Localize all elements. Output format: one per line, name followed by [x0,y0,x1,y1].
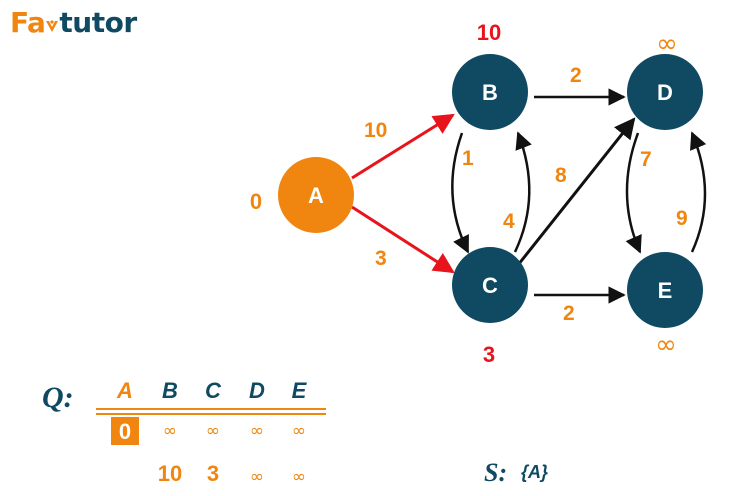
node-e [627,252,703,328]
queue-header-c: C [205,378,222,403]
edge-b-c [451,132,470,254]
queue-header-d: D [249,378,265,403]
edge-weight-c-b: 4 [503,210,515,233]
edge-e-d [690,131,707,253]
node-c [452,247,528,323]
node-b-label: B [482,80,498,105]
dist-a: 0 [250,189,262,214]
edge-weight-a-c: 3 [375,247,387,270]
queue-label: Q: [42,381,74,414]
queue-row1-e: ∞ [292,421,306,441]
queue-row1-c: ∞ [206,421,220,441]
queue-header-b: B [162,378,178,403]
queue-row2-b: 10 [158,461,182,486]
edge-weight-c-e: 2 [563,302,575,325]
queue-row1-a: 0 [119,419,131,444]
node-e-label: E [658,278,673,303]
dist-e: ∞ [655,330,677,360]
edge-weight-e-d: 9 [676,207,688,230]
queue-row2-c: 3 [207,461,219,486]
node-a [278,157,354,233]
node-d-label: D [657,80,673,105]
queue-row1-d: ∞ [250,421,264,441]
visited-label: S: [484,458,507,487]
queue-header-e: E [292,378,308,403]
edge-weight-d-e: 7 [640,148,652,171]
edge-weight-c-d: 8 [555,164,567,187]
logo-v-icon [46,20,59,32]
queue-row1-b: ∞ [163,421,177,441]
node-b [452,54,528,130]
edge-weight-b-d: 2 [570,64,582,87]
queue-row2-e: ∞ [292,467,306,487]
visited-set: {A} [521,462,548,482]
edge-c-b [513,131,532,253]
dist-d: ∞ [656,29,678,59]
queue-header-a: A [116,378,133,403]
edge-d-e [625,132,642,254]
edge-c-d [516,117,636,266]
edge-a-b [351,113,455,180]
queue-zero-box [111,417,139,445]
dist-c: 3 [483,342,495,367]
edge-a-c [351,205,455,274]
dist-b: 10 [477,20,501,45]
logo-part-tutor: tutor [59,6,137,39]
node-d [627,54,703,130]
queue-row2-d: ∞ [250,467,264,487]
node-c-label: C [482,273,498,298]
edge-weight-b-c: 1 [462,147,474,170]
edge-weight-a-b: 10 [364,119,387,142]
node-a-label: A [308,183,324,208]
logo-part-fa: Fa [10,6,46,39]
